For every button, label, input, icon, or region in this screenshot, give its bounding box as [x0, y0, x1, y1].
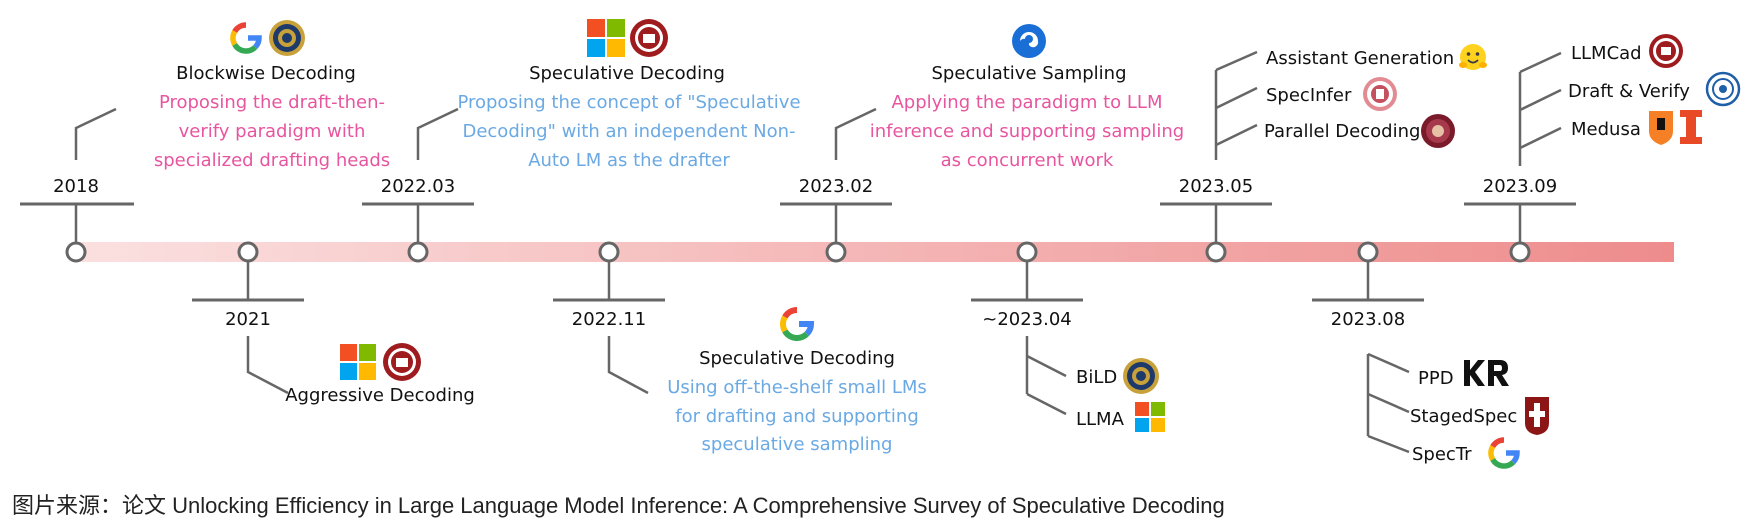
university-seal-icon: [1421, 114, 1455, 148]
node-2023-09: [1509, 241, 1531, 263]
google-icon: [230, 22, 262, 54]
microsoft-icon: [587, 19, 625, 57]
date-label: ~2023.04: [982, 309, 1072, 330]
node-2023-05: [1205, 241, 1227, 263]
item-label: Parallel Decoding: [1264, 121, 1420, 142]
date-label: 2023.08: [1331, 309, 1405, 330]
timeline-nodes: [65, 241, 1531, 263]
milestone-description-line: verify paradigm with: [179, 121, 366, 142]
milestone-description-line: Proposing the concept of "Speculative: [457, 92, 800, 113]
date-label: 2022.11: [572, 309, 646, 330]
milestone-description-line: as concurrent work: [941, 150, 1114, 171]
item-label: LLMA: [1076, 409, 1125, 430]
node-2018: [65, 241, 87, 263]
illinois-i-icon: [1680, 110, 1702, 144]
node-2021: [237, 241, 259, 263]
milestone-description-line: specialized drafting heads: [154, 150, 390, 171]
date-label: 2021: [225, 309, 271, 330]
zju-seal-icon: [1705, 71, 1741, 107]
microsoft-icon: [1135, 402, 1165, 432]
google-icon: [780, 307, 815, 341]
timeline-axis: [76, 242, 1674, 262]
microsoft-icon: [340, 344, 376, 380]
date-label: 2023.05: [1179, 176, 1253, 197]
node-2023-08: [1357, 241, 1379, 263]
milestone-description-line: Auto LM as the drafter: [528, 150, 730, 171]
pku-seal-icon: [383, 343, 421, 381]
milestone-title: Speculative Sampling: [931, 63, 1126, 84]
item-label: SpecTr: [1412, 444, 1472, 465]
deepmind-icon: [1012, 24, 1046, 58]
google-icon: [1488, 437, 1520, 469]
node-2022-03: [407, 241, 429, 263]
milestone-description-line: inference and supporting sampling: [870, 121, 1184, 142]
milestone-description-line: Decoding" with an independent Non-: [462, 121, 795, 142]
item-label: Draft & Verify: [1568, 81, 1690, 102]
stanford-icon: [1525, 397, 1549, 435]
berkeley-seal-icon: [1123, 358, 1159, 394]
berkeley-seal-icon: [269, 20, 305, 56]
cmu-seal-icon: [1363, 77, 1397, 111]
milestone-title: Speculative Decoding: [699, 348, 895, 369]
milestone-description-line: speculative sampling: [702, 434, 893, 455]
node-2023-02: [825, 241, 847, 263]
milestone-description-line: Using off-the-shelf small LMs: [667, 377, 927, 398]
item-label: SpecInfer: [1266, 85, 1352, 106]
milestone-2023-08: [1312, 252, 1424, 454]
item-label: PPD: [1418, 368, 1454, 389]
milestone-2023-04: [971, 252, 1083, 416]
milestone-description-line: Applying the paradigm to LLM: [891, 92, 1162, 113]
date-label: 2023.09: [1483, 176, 1557, 197]
item-label: Medusa: [1571, 119, 1641, 140]
pku-seal-icon: [1649, 34, 1683, 68]
image-source-caption: 图片来源：论文 Unlocking Efficiency in Large La…: [12, 493, 1225, 518]
item-label: Assistant Generation: [1266, 48, 1454, 69]
milestone-2023-09: [1464, 51, 1576, 252]
milestone-title: Blockwise Decoding: [176, 63, 356, 84]
milestone-2023-05: [1160, 50, 1272, 252]
huggingface-icon: [1459, 44, 1487, 70]
pku-seal-icon: [630, 19, 668, 57]
date-label: 2022.03: [381, 176, 455, 197]
item-label: LLMCad: [1571, 43, 1642, 64]
milestone-description-line: for drafting and supporting: [675, 406, 919, 427]
item-label: StagedSpec: [1410, 406, 1517, 427]
milestone-title: Aggressive Decoding: [285, 385, 475, 406]
node-2023-04: [1016, 241, 1038, 263]
date-label: 2018: [53, 176, 99, 197]
kr-logo-icon: [1464, 360, 1509, 386]
node-2022-11: [598, 241, 620, 263]
milestone-title: Speculative Decoding: [529, 63, 725, 84]
item-label: BiLD: [1076, 367, 1117, 388]
date-label: 2023.02: [799, 176, 873, 197]
princeton-shield-icon: [1649, 111, 1673, 145]
milestone-description-line: Proposing the draft-then-: [159, 92, 385, 113]
